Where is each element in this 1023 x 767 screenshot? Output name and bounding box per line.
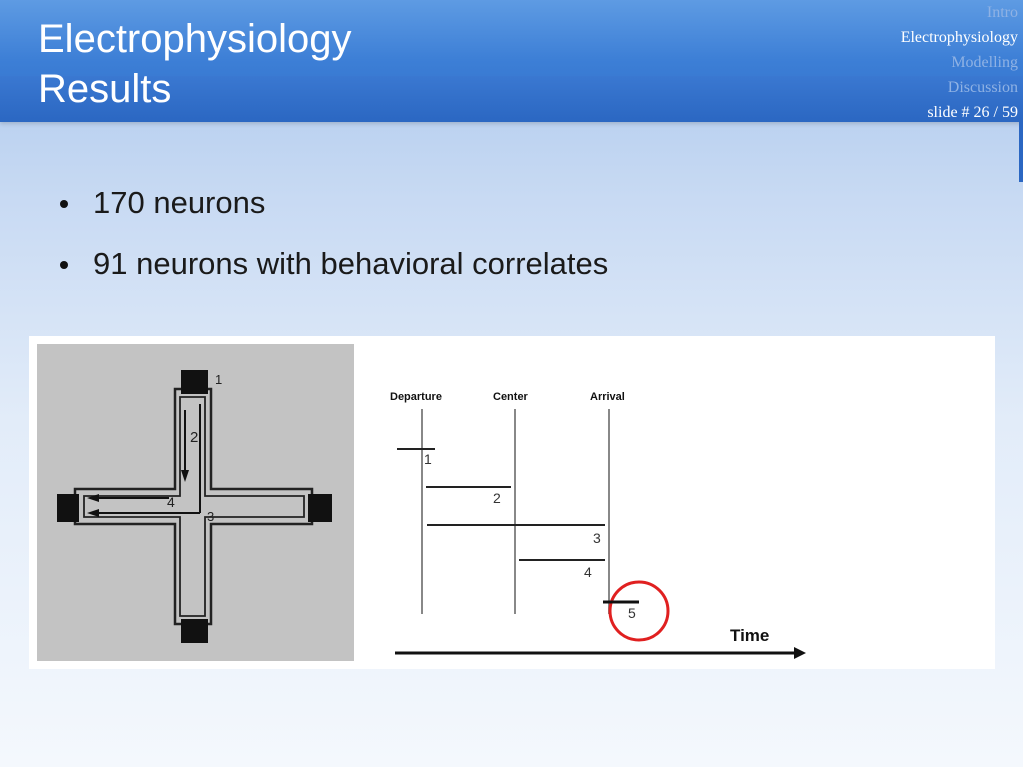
bullet-text: 91 neurons with behavioral correlates (93, 246, 609, 281)
maze-goal-south (181, 619, 208, 643)
maze-goal-north (181, 370, 208, 394)
time-arrowhead-icon (794, 647, 806, 659)
bullet-list: 170 neurons 91 neurons with behavioral c… (60, 178, 608, 300)
bullet-dot-icon (60, 261, 68, 269)
slide-title-line2: Results (38, 67, 172, 111)
bullet-item: 170 neurons (60, 178, 608, 239)
timeline-diagram: Departure Center Arrival 1 2 3 4 5 Time (390, 391, 806, 659)
nav-modelling[interactable]: Modelling (951, 54, 1018, 71)
highlight-circle (608, 580, 670, 642)
event-label: 4 (584, 564, 592, 580)
maze-corridor (83, 396, 305, 617)
slide-title: Electrophysiology Results (38, 14, 352, 114)
arrowhead-icon (181, 470, 189, 482)
slide-title-line1: Electrophysiology (38, 17, 352, 61)
nav-electrophysiology[interactable]: Electrophysiology (900, 29, 1018, 46)
header-band (0, 76, 1023, 122)
bullet-item: 91 neurons with behavioral correlates (60, 239, 608, 300)
column-label-center: Center (493, 391, 529, 403)
arrowhead-icon (87, 509, 99, 517)
maze-label: 1 (215, 372, 222, 387)
column-label-arrival: Arrival (590, 391, 625, 403)
slide-header: Electrophysiology Results Intro Electrop… (0, 0, 1023, 122)
bullet-text: 170 neurons (93, 185, 266, 220)
edge-bar (1019, 122, 1023, 182)
bullet-dot-icon (60, 200, 68, 208)
nav-intro[interactable]: Intro (986, 4, 1018, 21)
slide-number: slide # 26 / 59 (927, 104, 1018, 121)
maze-label: 2 (190, 429, 198, 446)
maze-goal-east (308, 494, 332, 522)
maze-label: 3 (207, 509, 214, 524)
event-label: 3 (593, 530, 601, 546)
event-label: 2 (493, 490, 501, 506)
event-label: 5 (628, 605, 636, 621)
event-label: 1 (424, 451, 432, 467)
column-label-departure: Departure (390, 391, 442, 403)
section-nav: Intro Electrophysiology Modelling Discus… (901, 0, 1018, 125)
nav-discussion[interactable]: Discussion (947, 79, 1018, 96)
maze-label: 4 (167, 494, 175, 510)
cross-maze-diagram: 1 2 3 4 (37, 344, 354, 661)
arrowhead-icon (87, 494, 99, 502)
figure-panel: 1 2 3 4 Departure Center Arrival 1 2 3 4… (29, 336, 995, 669)
time-axis-label: Time (730, 626, 769, 645)
maze-outline (73, 387, 314, 626)
maze-goal-west (57, 494, 79, 522)
